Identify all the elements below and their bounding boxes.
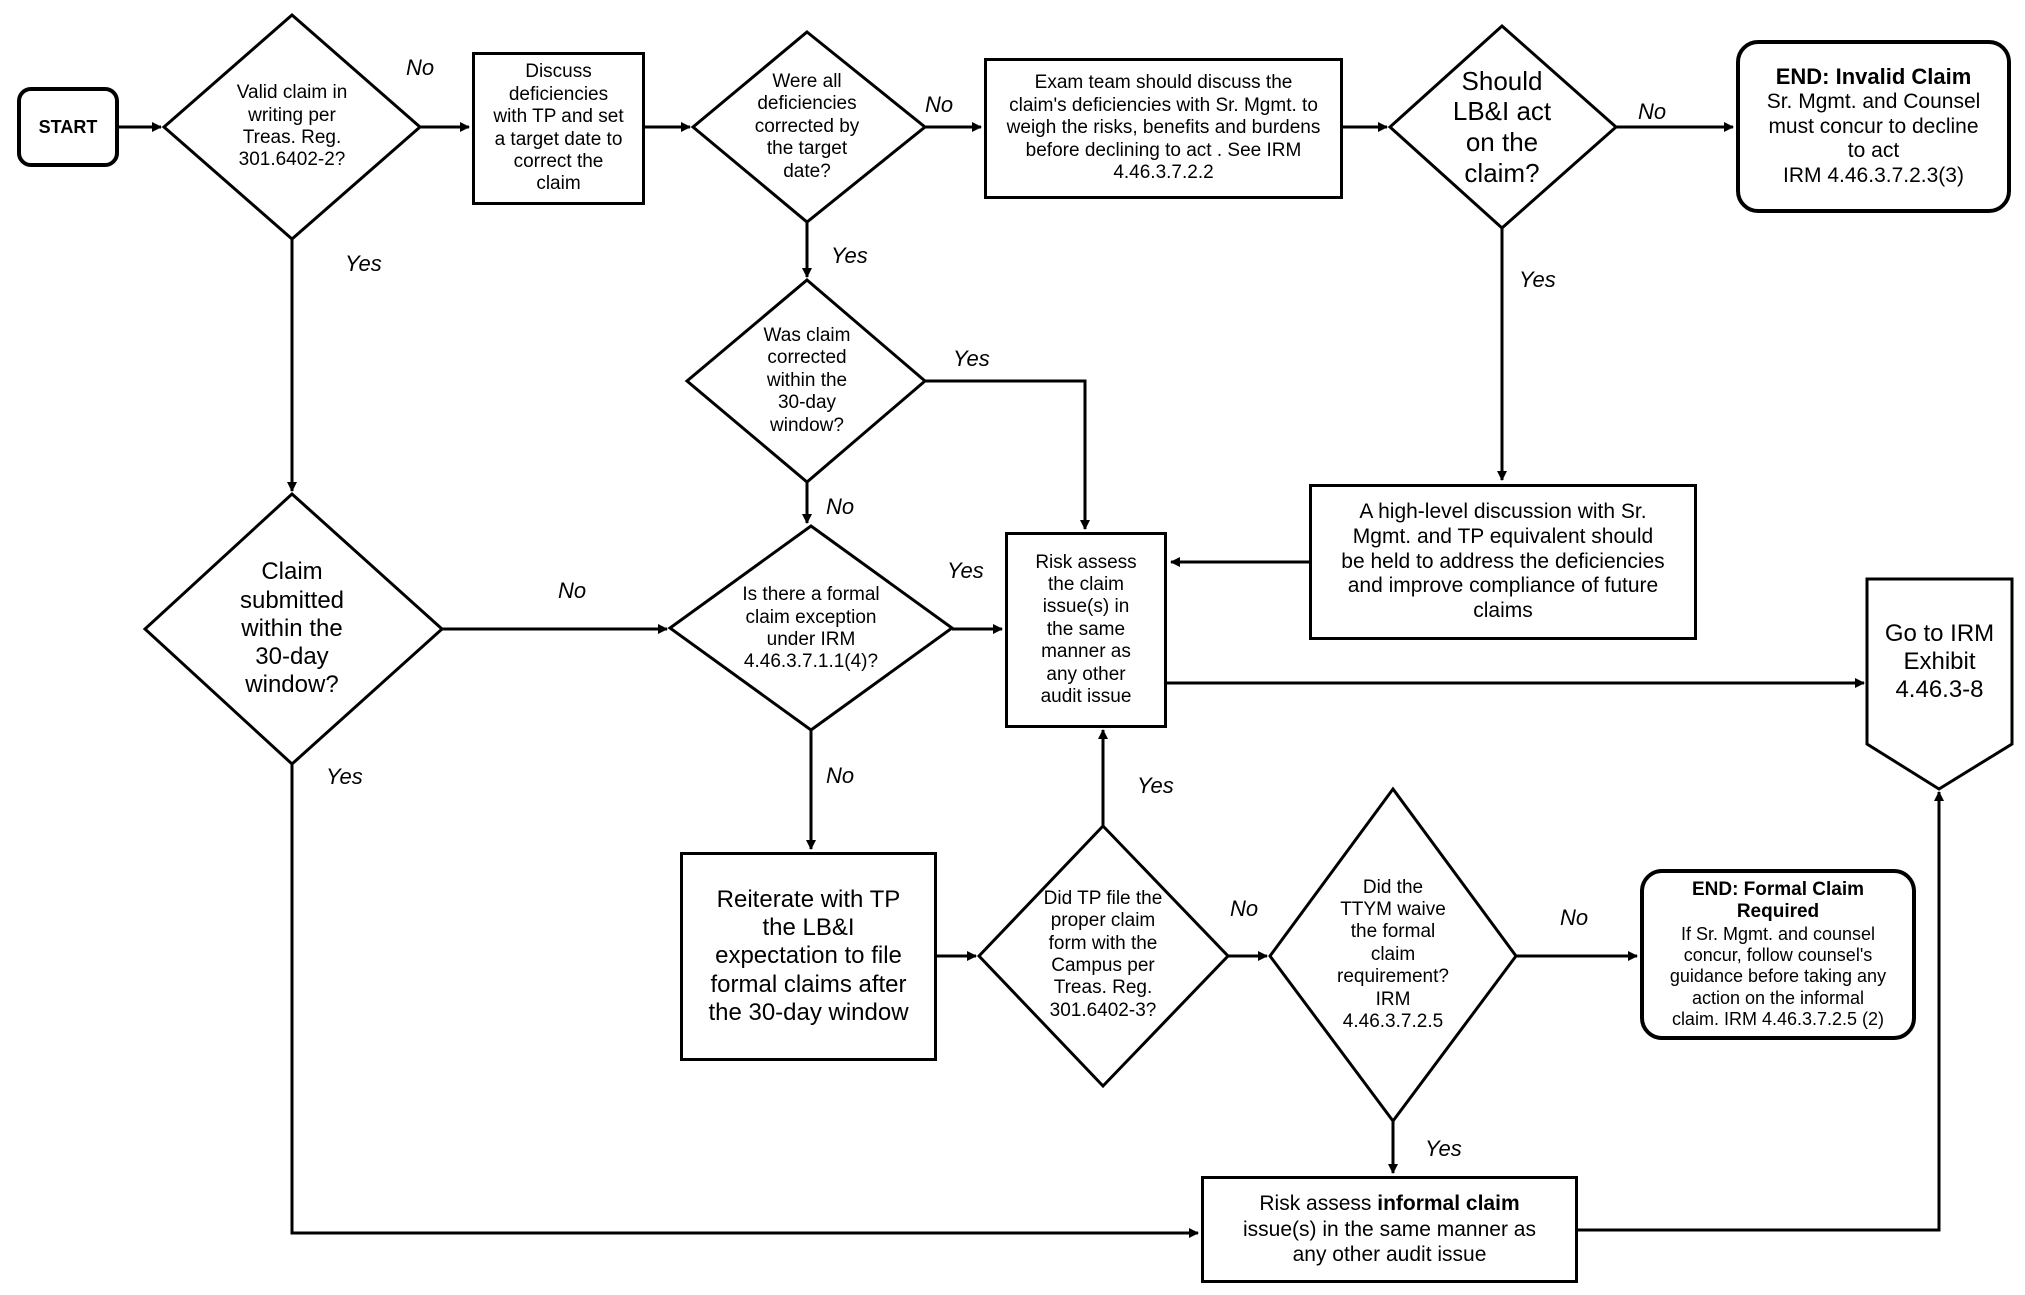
end-formal-title: END: Formal Claim Required	[1691, 879, 1865, 923]
label-no-valid: No	[406, 55, 435, 80]
edge-submitted-yes	[290, 764, 1199, 1238]
end-invalid-body: Sr. Mgmt. and Counsel must concur to dec…	[1766, 89, 1981, 188]
risk-assess-box: Risk assess the claim issue(s) in the sa…	[1005, 532, 1167, 728]
label-yes-submitted: Yes	[326, 764, 363, 789]
corrected-30day-text: Was claim corrected within the 30-day wi…	[763, 324, 851, 436]
start-label: START	[38, 116, 98, 137]
label-yes-form: Yes	[1137, 773, 1174, 798]
label-no-should: No	[1638, 99, 1667, 124]
end-invalid-title: END: Invalid Claim	[1775, 63, 1972, 89]
label-no-submitted: No	[558, 578, 587, 603]
informal-bold-text: informal claim	[1377, 1192, 1520, 1216]
label-no-30day: No	[826, 494, 855, 519]
offpage-connector-shape	[1865, 577, 2014, 791]
edge-30day-yes	[925, 379, 1090, 530]
start-node: START	[17, 87, 119, 167]
discuss-deficiencies-box: Discuss deficiencies with TP and set a t…	[472, 52, 645, 205]
informal-post-text: issue(s) in the same manner as any other…	[1243, 1218, 1536, 1266]
should-lbi-act-text: Should LB&I act on the claim?	[1452, 65, 1552, 188]
end-invalid-claim-node: END: Invalid Claim Sr. Mgmt. and Counsel…	[1736, 40, 2011, 213]
edge-informal-to-irm	[1578, 791, 1944, 1232]
informal-pre-text: Risk assess	[1259, 1192, 1378, 1216]
label-no-exception: No	[826, 763, 855, 788]
informal-claim-box: Risk assess informal claim issue(s) in t…	[1201, 1176, 1578, 1283]
valid-claim-text: Valid claim in writing per Treas. Reg. 3…	[236, 82, 348, 171]
go-to-irm-text: Go to IRM Exhibit 4.46.3-8	[1884, 619, 1995, 704]
label-yes-exception: Yes	[947, 558, 984, 583]
label-no-form: No	[1230, 896, 1259, 921]
label-yes-30day: Yes	[953, 346, 990, 371]
end-formal-claim-node: END: Formal Claim Required If Sr. Mgmt. …	[1640, 869, 1916, 1040]
exam-team-box: Exam team should discuss the claim's def…	[984, 58, 1343, 199]
end-formal-body: If Sr. Mgmt. and counsel concur, follow …	[1669, 923, 1887, 1029]
corrected-by-target-text: Were all deficiencies corrected by the t…	[754, 70, 860, 182]
label-no-ttym: No	[1560, 905, 1589, 930]
ttym-waive-text: Did the TTYM waive the formal claim requ…	[1337, 876, 1449, 1033]
reiterate-box: Reiterate with TP the LB&I expectation t…	[680, 852, 937, 1061]
label-no-corrected: No	[925, 92, 954, 117]
high-level-discussion-box: A high-level discussion with Sr. Mgmt. a…	[1309, 484, 1697, 640]
submitted-30day-text: Claim submitted within the 30-day window…	[239, 558, 345, 699]
label-yes-ttym: Yes	[1425, 1136, 1462, 1161]
label-yes-valid: Yes	[345, 251, 382, 276]
proper-form-text: Did TP file the proper claim form with t…	[1043, 887, 1163, 1021]
formal-exception-text: Is there a formal claim exception under …	[742, 584, 880, 673]
label-yes-should: Yes	[1519, 267, 1556, 292]
label-yes-corrected: Yes	[831, 243, 868, 268]
decision-proper-form-shape	[976, 823, 1231, 1089]
